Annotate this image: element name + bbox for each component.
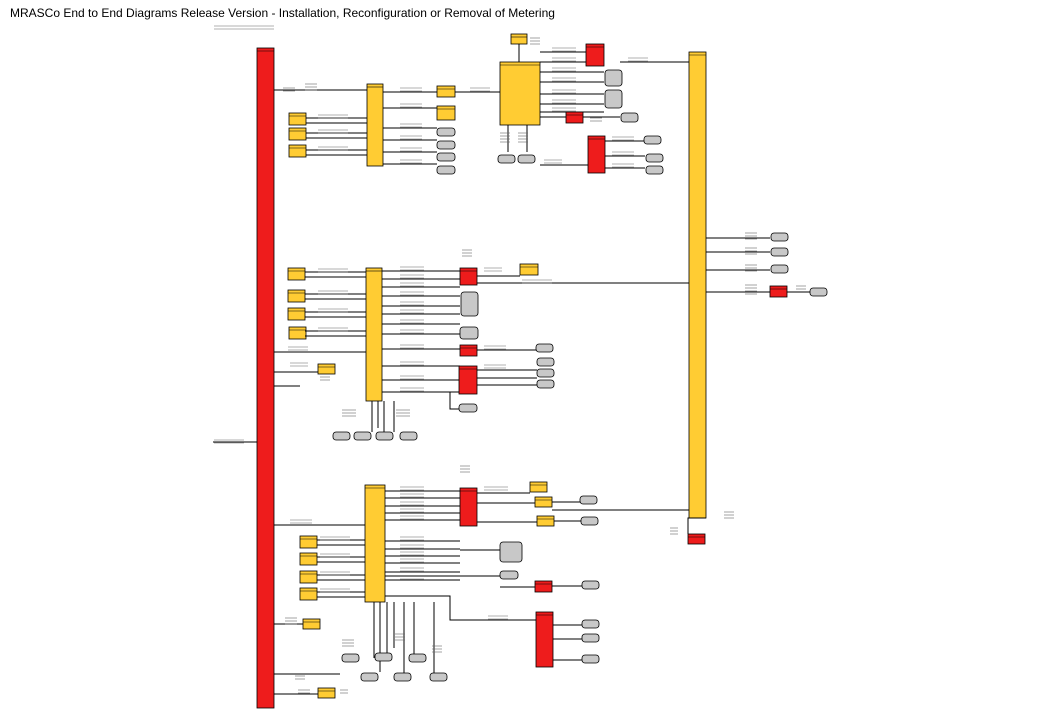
process-box-red: [534, 580, 553, 593]
process-box-yellow: [364, 484, 386, 603]
process-box-red: [459, 267, 478, 286]
terminal-box-grey: [581, 633, 600, 643]
terminal-box-grey: [620, 112, 639, 123]
terminal-box-grey: [535, 343, 554, 353]
terminal-box-grey: [436, 152, 456, 162]
terminal-box-grey: [517, 154, 536, 164]
terminal-box-grey: [536, 368, 555, 378]
flow-line: [385, 595, 536, 621]
terminal-box-grey: [581, 580, 600, 590]
process-box-yellow: [317, 363, 336, 375]
terminal-box-grey: [581, 619, 600, 629]
process-box-red: [687, 533, 706, 545]
terminal-box-grey: [436, 165, 456, 175]
process-box-yellow: [688, 51, 707, 519]
process-box-yellow: [299, 587, 318, 601]
flow-line: [382, 391, 459, 410]
process-box-yellow: [519, 263, 539, 276]
terminal-box-grey: [645, 153, 664, 163]
terminal-box-grey: [460, 291, 479, 317]
terminal-box-grey: [604, 89, 623, 109]
terminal-box-grey: [429, 672, 448, 682]
terminal-box-grey: [375, 431, 394, 441]
terminal-box-grey: [458, 403, 478, 413]
flow-line: [687, 517, 706, 534]
process-box-red: [535, 611, 554, 668]
terminal-box-grey: [536, 379, 555, 389]
process-box-yellow: [534, 496, 553, 508]
process-box-yellow: [529, 481, 548, 493]
process-box-yellow: [288, 127, 307, 141]
process-box-red: [459, 344, 478, 357]
process-box-yellow: [510, 33, 528, 45]
process-box-yellow: [365, 267, 383, 402]
terminal-box-grey: [459, 326, 479, 340]
process-box-yellow: [299, 535, 318, 549]
process-box-red: [587, 135, 606, 174]
terminal-box-grey: [809, 287, 828, 297]
process-box-yellow: [436, 85, 456, 98]
process-box-red: [459, 487, 478, 527]
terminal-box-grey: [436, 127, 456, 137]
terminal-box-grey: [436, 140, 456, 150]
terminal-box-grey: [353, 431, 372, 441]
process-box-red: [769, 285, 788, 298]
terminal-box-grey: [579, 495, 598, 505]
process-box-yellow: [536, 515, 555, 527]
terminal-box-grey: [332, 431, 351, 441]
terminal-box-grey: [580, 516, 599, 526]
process-box-yellow: [288, 144, 307, 158]
process-box-yellow: [288, 326, 307, 340]
terminal-box-grey: [497, 154, 516, 164]
process-box-yellow: [436, 105, 456, 121]
process-box-yellow: [302, 618, 321, 630]
terminal-box-grey: [341, 653, 360, 663]
process-box-yellow: [499, 61, 541, 126]
process-box-yellow: [287, 289, 306, 303]
terminal-box-grey: [770, 247, 789, 257]
terminal-box-grey: [499, 570, 519, 580]
process-box-red: [565, 111, 584, 124]
terminal-box-grey: [770, 264, 789, 274]
process-box-yellow: [317, 687, 336, 699]
process-box-red: [458, 365, 478, 395]
terminal-box-grey: [399, 431, 418, 441]
terminal-box-grey: [770, 232, 789, 242]
process-box-yellow: [287, 307, 306, 321]
process-box-red: [585, 43, 605, 67]
terminal-box-grey: [604, 69, 623, 87]
terminal-box-grey: [360, 672, 379, 682]
process-box-red: [256, 47, 275, 709]
page-title: MRASCo End to End Diagrams Release Versi…: [10, 6, 555, 20]
terminal-box-grey: [393, 672, 412, 682]
process-box-yellow: [366, 83, 384, 167]
terminal-box-grey: [499, 541, 523, 563]
process-box-yellow: [288, 112, 307, 126]
terminal-box-grey: [645, 165, 664, 175]
terminal-box-grey: [581, 654, 600, 664]
terminal-box-grey: [374, 652, 393, 662]
terminal-box-grey: [643, 135, 662, 145]
terminal-box-grey: [408, 653, 427, 663]
process-box-yellow: [299, 552, 318, 566]
process-box-yellow: [287, 267, 306, 281]
process-box-yellow: [299, 570, 318, 584]
terminal-box-grey: [536, 357, 555, 367]
